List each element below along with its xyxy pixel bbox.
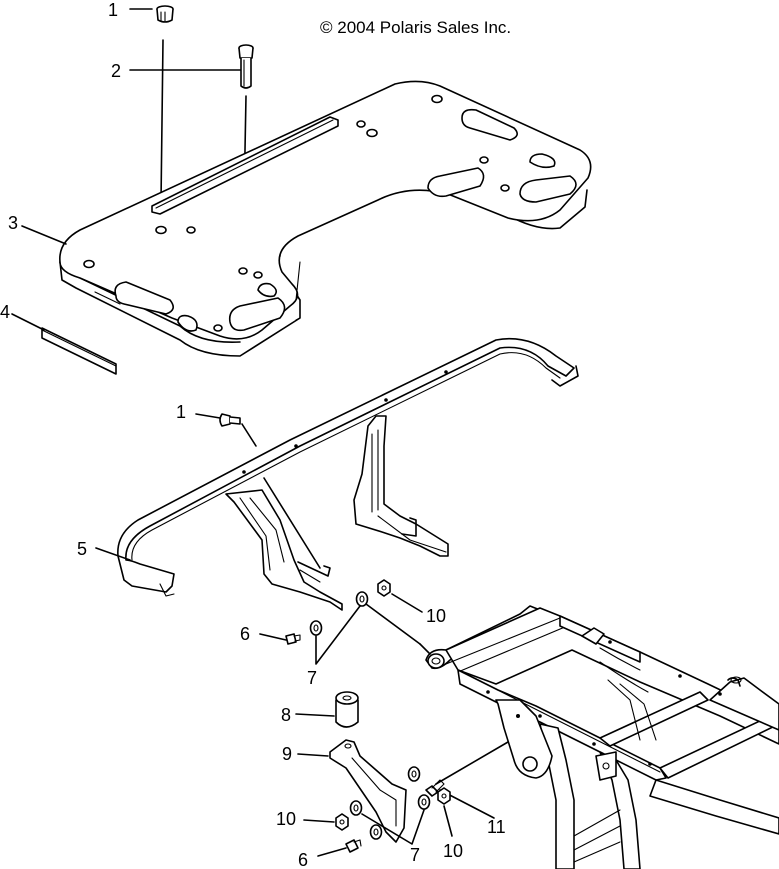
vehicle-frame: [425, 605, 779, 869]
align-line-7: [365, 603, 421, 645]
part-7-washers-lower: [349, 766, 431, 840]
align-line-5: [263, 477, 321, 569]
callout-9: 9: [282, 744, 292, 764]
copyright-text: © 2004 Polaris Sales Inc.: [320, 18, 511, 37]
callout-6-upper: 6: [240, 624, 250, 644]
callout-2: 2: [111, 61, 121, 81]
leader-10-lower-left: [303, 819, 335, 823]
leader-5: [95, 547, 131, 561]
align-line-11: [435, 741, 509, 785]
leader-8: [295, 713, 335, 717]
leader-4: [11, 313, 45, 331]
part-9-bracket: [329, 739, 407, 843]
part-7-washer-upper: [309, 591, 369, 636]
part-1-screw-side: [219, 413, 241, 427]
callout-5: 5: [77, 539, 87, 559]
part-6-bolt-upper: [285, 633, 301, 645]
leader-10-lower-right: [443, 805, 453, 837]
align-line-1-side: [241, 423, 257, 447]
leader-10-upper: [391, 593, 423, 613]
part-6-bolt-lower: [345, 839, 362, 853]
callout-8: 8: [281, 705, 291, 725]
part-4-strip: [41, 327, 117, 375]
callout-7-lower: 7: [410, 845, 420, 865]
leader-7-upper: [315, 605, 361, 665]
part-10-nut-lower-right: [437, 787, 451, 805]
callout-10-lower-right: 10: [443, 841, 463, 861]
leader-1-side: [195, 413, 221, 419]
callout-3: 3: [8, 213, 18, 233]
callout-10-upper: 10: [426, 606, 446, 626]
part-1-screw-top: [156, 5, 174, 23]
part-8-bumper: [335, 691, 359, 728]
callout-10-lower-left: 10: [276, 809, 296, 829]
callout-7-upper: 7: [307, 668, 317, 688]
callout-4: 4: [0, 302, 10, 322]
callout-11: 11: [487, 817, 506, 837]
part-3-rack-plate: [59, 80, 592, 357]
leader-7-lower: [361, 809, 425, 845]
leader-6-upper: [259, 633, 287, 641]
callout-6-lower: 6: [298, 850, 308, 869]
align-line-1: [160, 39, 164, 203]
leader-6-lower: [317, 847, 347, 857]
part-5-rail: [117, 337, 579, 611]
leader-3: [21, 225, 67, 245]
part-10-nut-lower-left: [335, 813, 349, 831]
align-line-frame: [419, 643, 431, 655]
leader-9: [297, 753, 329, 757]
callout-1-top: 1: [108, 0, 118, 20]
part-10-nut-upper: [377, 579, 391, 597]
part-2-bolt: [238, 44, 254, 89]
callout-1-side: 1: [176, 402, 186, 422]
